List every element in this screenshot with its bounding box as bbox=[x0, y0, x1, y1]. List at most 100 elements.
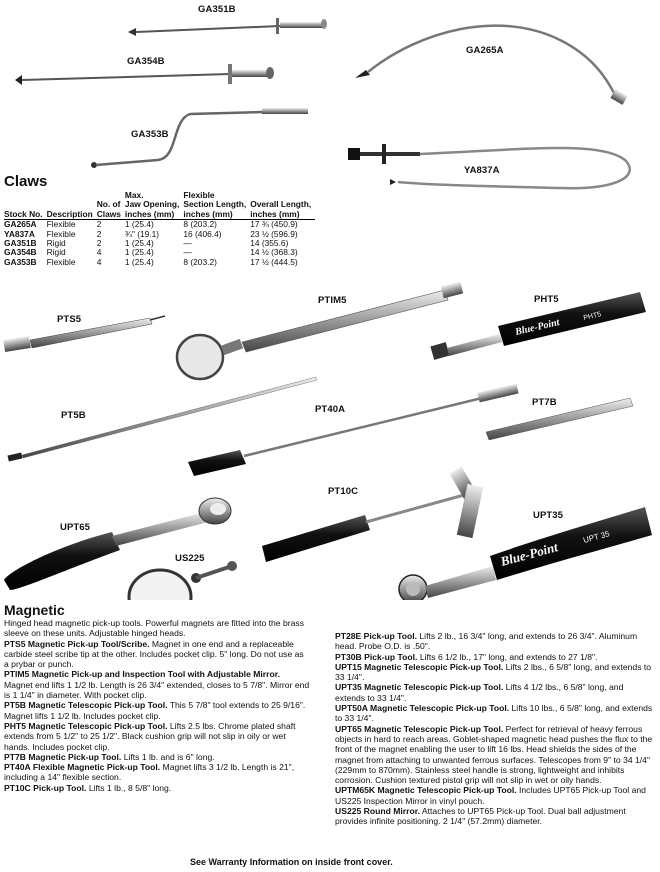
list-item: UPTM65K Magnetic Telescopic Pick-up Tool… bbox=[335, 785, 653, 806]
product-name: UPTM65K Magnetic Telescopic Pick-up Tool… bbox=[335, 785, 517, 796]
product-desc: Magnet end lifts 1 1/2 lb. Length is 26 … bbox=[4, 679, 310, 701]
label-us225: US225 bbox=[175, 553, 205, 564]
list-item: PT5B Magnetic Telescopic Pick-up Tool. T… bbox=[4, 700, 310, 721]
list-item: PTIM5 Magnetic Pick-up and Inspection To… bbox=[4, 669, 310, 700]
tool-illustrations: Blue-Point PHT5 bbox=[3, 18, 652, 600]
pt7b-pickup-tool bbox=[485, 397, 634, 441]
label-pt7b: PT7B bbox=[532, 397, 557, 408]
claws-col-header: Description bbox=[46, 191, 97, 221]
product-desc: Attaches to UPT65 Pick-up Tool. Dual bal… bbox=[335, 806, 626, 827]
table-cell: 1 (25.4) bbox=[124, 219, 154, 230]
ya837a-claw-tool bbox=[348, 144, 631, 190]
label-pt40a: PT40A bbox=[315, 404, 346, 415]
product-name: PHT5 Magnetic Telescopic Pick-up Tool. bbox=[4, 720, 168, 731]
us225-round-mirror bbox=[127, 561, 237, 600]
table-cell: 2 bbox=[96, 238, 102, 249]
stock-number-cell: GA351B bbox=[4, 238, 37, 249]
table-cell: Rigid bbox=[46, 247, 66, 258]
product-name: PT28E Pick-up Tool. bbox=[335, 631, 417, 641]
ptim5-mirror-tool bbox=[175, 281, 464, 381]
table-cell: Flexible bbox=[46, 228, 76, 239]
product-name: UPT50A Magnetic Telescopic Pick-up Tool. bbox=[335, 703, 510, 714]
list-item: PHT5 Magnetic Telescopic Pick-up Tool. L… bbox=[4, 721, 310, 752]
ga353b-claw-tool bbox=[91, 108, 308, 168]
label-pt10c: PT10C bbox=[328, 486, 359, 497]
list-item: PT30B Pick-up Tool. Lifts 6 1/2 lb., 17"… bbox=[335, 652, 653, 662]
table-cell: 23 ½ (596.9) bbox=[250, 228, 298, 239]
table-cell: — bbox=[183, 238, 192, 249]
table-cell: 17 ½ (444.5) bbox=[250, 256, 298, 267]
label-ya837a: YA837A bbox=[464, 165, 500, 176]
table-cell: 1 (25.4) bbox=[124, 238, 154, 249]
product-desc: Lifts 2.5 lbs. Chrome plated shaft exten… bbox=[4, 720, 296, 752]
upt35-telescopic-tool: Blue-Point UPT 35 bbox=[398, 507, 652, 600]
list-item: UPT15 Magnetic Telescopic Pick-up Tool. … bbox=[335, 662, 653, 683]
list-item: PT7B Magnetic Pick-up Tool. Lifts 1 lb. … bbox=[4, 752, 310, 762]
label-ga351b: GA351B bbox=[198, 4, 236, 15]
product-desc: Lifts 10 lbs., 6 5/8" long, and extends … bbox=[335, 703, 653, 724]
upt65-telescopic-tool bbox=[4, 497, 232, 590]
table-cell: ¾" (19.1) bbox=[124, 228, 160, 239]
table-cell: 14 ½ (368.3) bbox=[250, 247, 298, 258]
magnetic-right-column: PT28E Pick-up Tool. Lifts 2 lb., 16 3/4"… bbox=[335, 631, 653, 827]
magnetic-left-column: Hinged head magnetic pick-up tools. Powe… bbox=[4, 618, 310, 793]
list-item: US225 Round Mirror. Attaches to UPT65 Pi… bbox=[335, 806, 653, 827]
table-cell: 1 (25.4) bbox=[124, 247, 154, 258]
ga351b-claw-tool bbox=[128, 18, 327, 36]
product-desc: Lifts 1 lb., 8 5/8" long. bbox=[88, 782, 172, 793]
product-name: PTS5 Magnetic Pick-up Tool/Scribe. bbox=[4, 638, 150, 649]
product-desc: Magnet in one end and a replaceable carb… bbox=[4, 638, 304, 670]
table-cell: Flexible bbox=[46, 219, 76, 230]
magnetic-intro: Hinged head magnetic pick-up tools. Powe… bbox=[4, 618, 304, 639]
ga354b-claw-tool bbox=[15, 64, 274, 85]
table-cell: 1 (25.4) bbox=[124, 256, 154, 267]
product-name: PT7B Magnetic Pick-up Tool. bbox=[4, 751, 122, 762]
product-desc: Lifts 6 1/2 lb., 17" long, and extends t… bbox=[419, 651, 598, 662]
table-cell: Rigid bbox=[46, 238, 66, 249]
product-name: UPT35 Magnetic Telescopic Pick-up Tool. bbox=[335, 682, 504, 693]
label-pht5: PHT5 bbox=[534, 294, 559, 305]
label-ga265a: GA265A bbox=[466, 45, 504, 56]
warranty-footer: See Warranty Information on inside front… bbox=[190, 857, 393, 867]
label-pt5b: PT5B bbox=[61, 410, 86, 421]
table-cell: 8 (203.2) bbox=[183, 219, 217, 230]
table-cell: 2 bbox=[96, 219, 102, 230]
claws-table-header-row: Stock No. Description No. of Claws Max. … bbox=[4, 190, 316, 221]
product-name: UPT15 Magnetic Telescopic Pick-up Tool. bbox=[335, 661, 504, 672]
product-name: US225 Round Mirror. bbox=[335, 806, 420, 817]
ga265a-claw-tool bbox=[355, 24, 628, 105]
table-cell: — bbox=[183, 247, 192, 258]
claws-col-header: Max. Jaw Opening, inches (mm) bbox=[124, 190, 184, 221]
product-name: PT30B Pick-up Tool. bbox=[335, 651, 418, 662]
claws-spec-table: Stock No. Description No. of Claws Max. … bbox=[4, 190, 316, 267]
product-name: PTIM5 Magnetic Pick-up and Inspection To… bbox=[4, 669, 280, 680]
list-item: UPT50A Magnetic Telescopic Pick-up Tool.… bbox=[335, 703, 653, 724]
product-name: PT5B Magnetic Telescopic Pick-up Tool. bbox=[4, 700, 168, 711]
pht5-telescopic-tool: Blue-Point PHT5 bbox=[430, 292, 646, 360]
product-desc: Magnet lifts 3 1/2 lb. Length is 21", in… bbox=[4, 762, 295, 783]
list-item: PT40A Flexible Magnetic Pick-up Tool. Ma… bbox=[4, 762, 310, 783]
product-desc: Perfect for retrieval of heavy ferrous o… bbox=[335, 723, 653, 786]
list-item: UPT35 Magnetic Telescopic Pick-up Tool. … bbox=[335, 682, 653, 703]
stock-number-cell: GA265A bbox=[4, 219, 37, 230]
table-cell: 16 (406.4) bbox=[183, 228, 222, 239]
table-row: GA353B Flexible 4 1 (25.4) 8 (203.2) 17 … bbox=[4, 256, 315, 267]
label-upt35: UPT35 bbox=[533, 510, 564, 521]
product-name: UPT65 Magnetic Telescopic Pick-up Tool. bbox=[335, 723, 504, 734]
product-desc: Lifts 4 1/2 lbs., 6 5/8" long, and exten… bbox=[335, 682, 624, 703]
claws-col-header: Stock No. bbox=[4, 191, 47, 221]
table-cell: 2 bbox=[96, 228, 102, 239]
product-desc: Lifts 2 lb., 16 3/4" long, and extends t… bbox=[335, 631, 638, 652]
pt40a-flexible-tool bbox=[188, 383, 519, 476]
label-ptim5: PTIM5 bbox=[318, 295, 347, 306]
pts5-scribe-tool bbox=[3, 315, 166, 352]
table-row: GA351B Rigid 2 1 (25.4) — 14 (355.6) bbox=[4, 238, 315, 249]
pt10c-pickup-tool bbox=[262, 466, 484, 562]
stock-number-cell: GA353B bbox=[4, 256, 37, 267]
table-cell: 4 bbox=[96, 256, 102, 267]
pht5-handle-model: PHT5 bbox=[583, 311, 602, 322]
table-cell: Flexible bbox=[46, 256, 76, 267]
product-desc: Lifts 2 lbs., 6 5/8" long, and extends t… bbox=[335, 661, 652, 683]
table-cell: 14 (355.6) bbox=[250, 238, 289, 249]
product-desc: Lifts 1 lb. and is 6" long. bbox=[123, 751, 215, 762]
